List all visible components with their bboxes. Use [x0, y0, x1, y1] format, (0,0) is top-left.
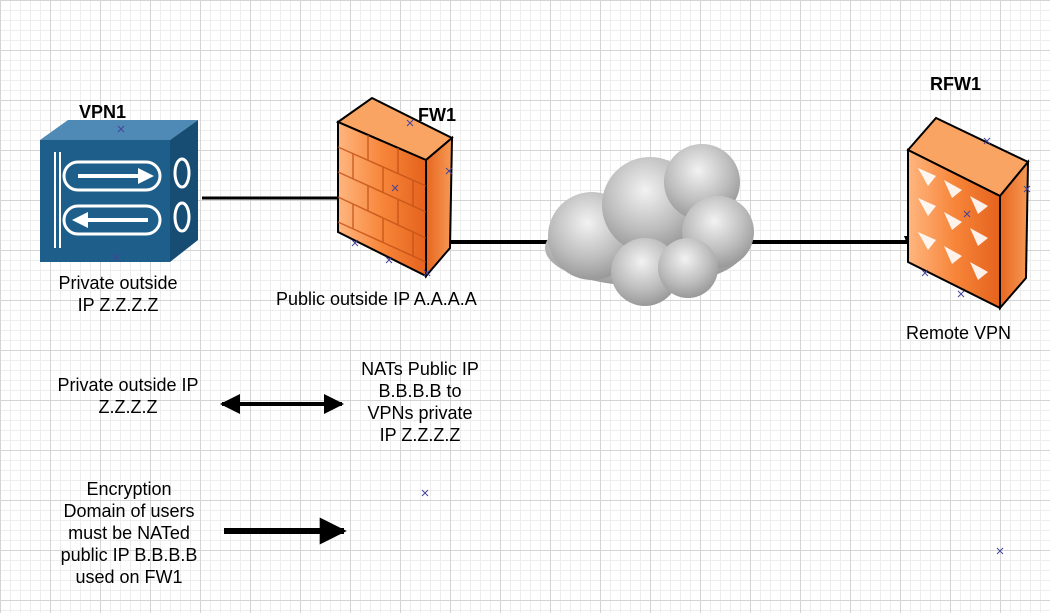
encryption-line: used on FW1 [75, 567, 183, 587]
vpn-concentrator-icon [40, 120, 198, 262]
connection-point-markers [112, 119, 1031, 555]
nat-right-line: VPNs private [367, 403, 473, 423]
encryption-line: public IP B.B.B.B [60, 545, 198, 565]
encryption-text: Encryption Domain of users must be NATed… [38, 478, 220, 588]
nat-right-text: NATs Public IP B.B.B.B to VPNs private I… [340, 358, 500, 446]
nat-right-line: NATs Public IP [361, 359, 479, 379]
firewall-vpn-icon [906, 116, 1030, 311]
nat-left-line-2: Z.Z.Z.Z [98, 397, 158, 417]
fw1-title: FW1 [418, 105, 456, 125]
vpn1-title: VPN1 [79, 102, 127, 122]
encryption-line: Domain of users [63, 501, 195, 521]
cloud-icon [545, 144, 754, 306]
nat-right-line: IP Z.Z.Z.Z [379, 425, 461, 445]
encryption-line: must be NATed [68, 523, 190, 543]
rfw1-title: RFW1 [930, 74, 981, 94]
vpn1-caption-line-1: Private outside [58, 273, 178, 293]
fw1-caption: Public outside IP A.A.A.A [276, 289, 477, 309]
vpn1-caption-line-2: IP Z.Z.Z.Z [77, 295, 159, 315]
nat-left-line-1: Private outside IP [57, 375, 199, 395]
nat-right-line: B.B.B.B to [378, 381, 462, 401]
vpn1-caption: Private outside IP Z.Z.Z.Z [40, 272, 196, 316]
encryption-line: Encryption [86, 479, 172, 499]
nat-left-text: Private outside IP Z.Z.Z.Z [36, 374, 220, 418]
firewall-icon [335, 96, 454, 279]
rfw1-caption: Remote VPN [906, 323, 1012, 343]
